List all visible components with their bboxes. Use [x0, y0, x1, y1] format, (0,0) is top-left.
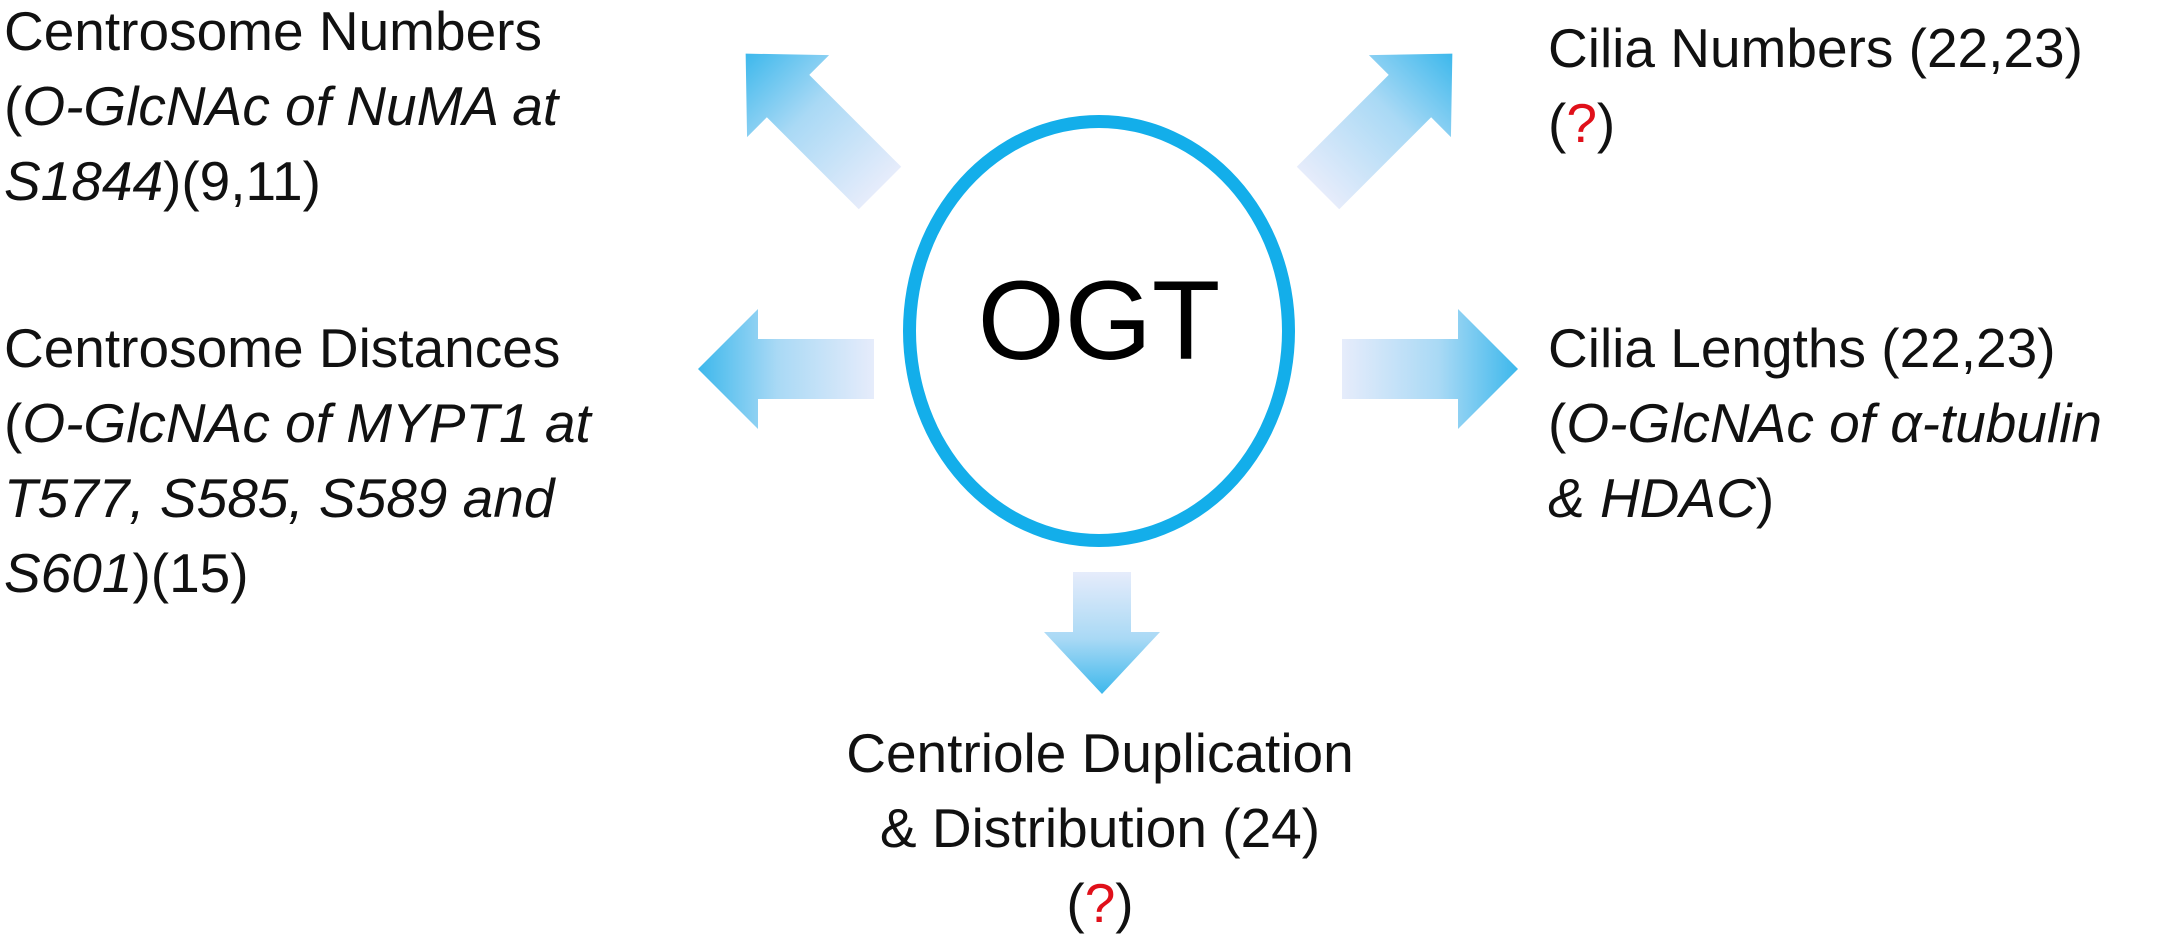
centrosome-numbers-block: Centrosome Numbers (O-GlcNAc of NuMA at …: [4, 0, 558, 219]
arrow-up-right: [1296, 53, 1453, 210]
arrow-up-left: [745, 53, 902, 210]
centriole-duplication-question: ?: [1084, 872, 1116, 934]
centriole-duplication-block: Centriole Duplication & Distribution (24…: [600, 716, 1600, 941]
cilia-numbers-close: ): [1596, 92, 1616, 154]
centriole-duplication-line-2: & Distribution (24): [879, 797, 1321, 859]
cilia-lengths-detail-2: & HDAC: [1548, 467, 1756, 529]
centrosome-numbers-title: Centrosome Numbers: [4, 0, 542, 62]
cilia-lengths-close: ): [1755, 467, 1775, 529]
cilia-lengths-block: Cilia Lengths (22,23) (O-GlcNAc of α-tub…: [1548, 311, 2102, 536]
cilia-numbers-block: Cilia Numbers (22,23) (?): [1548, 11, 2083, 161]
centriole-duplication-line-1: Centriole Duplication: [846, 722, 1354, 784]
centriole-duplication-close: ): [1115, 872, 1134, 934]
ogt-label: OGT: [977, 258, 1221, 383]
centrosome-numbers-detail-1: O-GlcNAc of NuMA at: [22, 75, 559, 137]
centrosome-distances-title: Centrosome Distances: [4, 317, 561, 379]
arrow-down: [1044, 572, 1160, 694]
centrosome-numbers-refs: )(9,11): [163, 150, 321, 212]
centrosome-distances-open: (: [4, 392, 23, 454]
cilia-numbers-question: ?: [1566, 92, 1597, 154]
centrosome-numbers-open: (: [4, 75, 23, 137]
centrosome-distances-detail-3: S601: [4, 542, 133, 604]
centrosome-distances-detail-1: O-GlcNAc of MYPT1 at: [22, 392, 591, 454]
centrosome-distances-refs: )(15): [132, 542, 249, 604]
ogt-center-node: OGT: [903, 115, 1295, 547]
cilia-lengths-detail-1: O-GlcNAc of α-tubulin: [1566, 392, 2103, 454]
cilia-numbers-title: Cilia Numbers (22,23): [1548, 17, 2083, 79]
centrosome-numbers-detail-2: S1844: [4, 150, 164, 212]
cilia-lengths-title: Cilia Lengths (22,23): [1548, 317, 2056, 379]
cilia-lengths-open: (: [1548, 392, 1567, 454]
centriole-duplication-open: (: [1066, 872, 1085, 934]
centrosome-distances-detail-2: T577, S585, S589 and: [4, 467, 555, 529]
centrosome-distances-block: Centrosome Distances (O-GlcNAc of MYPT1 …: [4, 311, 591, 611]
arrow-left: [698, 309, 874, 429]
arrow-right: [1342, 309, 1518, 429]
cilia-numbers-open: (: [1548, 92, 1567, 154]
